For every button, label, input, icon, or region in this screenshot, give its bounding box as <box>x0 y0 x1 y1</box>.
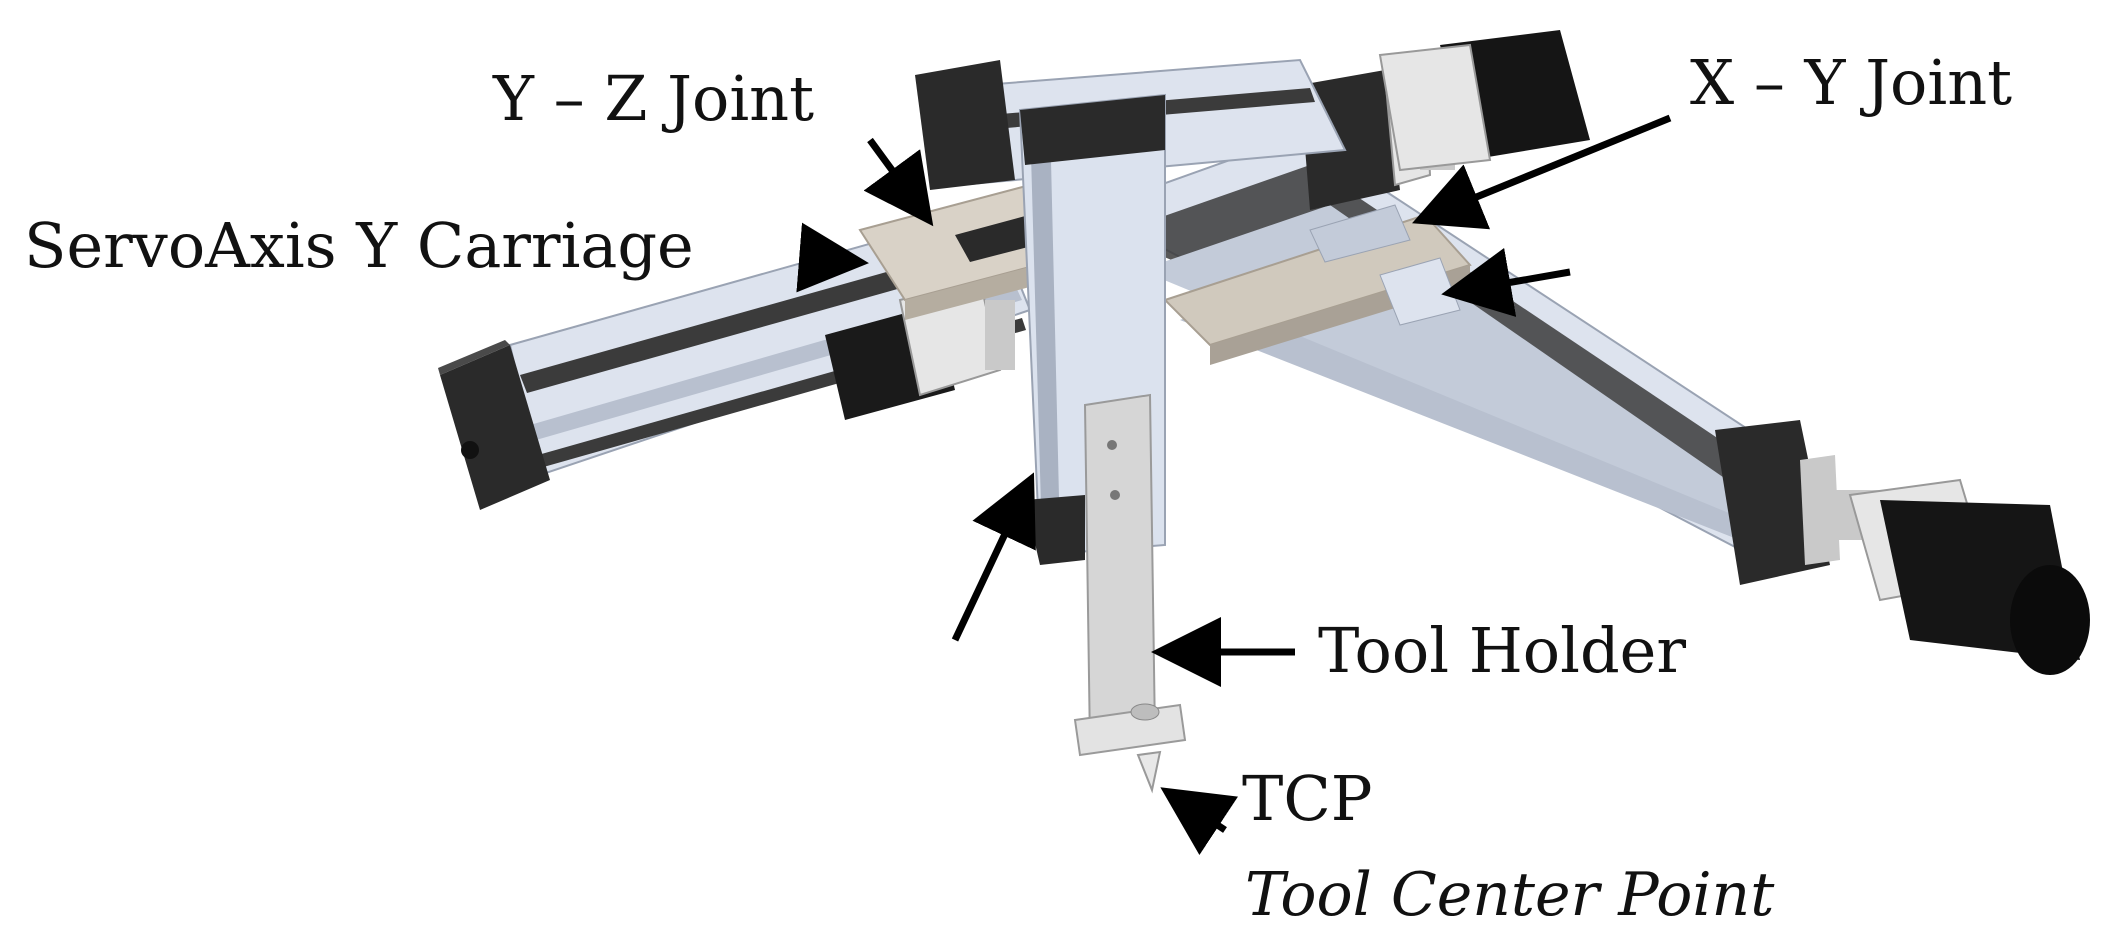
arrow-z-column <box>951 472 1036 642</box>
label-xy-joint: X – Y Joint <box>1690 46 2013 119</box>
tool-holder <box>1073 393 1187 794</box>
arrow-xy-joint <box>1412 114 1672 230</box>
label-yz-joint: Y – Z Joint <box>493 62 814 135</box>
arrow-yz-joint <box>863 137 934 227</box>
label-tool-holder: Tool Holder <box>1318 614 1686 687</box>
x-axis-far-end <box>1300 30 1590 210</box>
y-carriage-motor <box>825 278 1015 420</box>
label-servo-y-carriage: ServoAxis Y Carriage <box>24 209 694 282</box>
label-tcp: TCP <box>1242 762 1373 835</box>
pointer-arrows <box>796 114 1672 856</box>
x-axis-near-end <box>1715 420 2090 675</box>
x-y-carriage-plate <box>1163 204 1472 365</box>
x-axis-rail <box>1087 133 1812 562</box>
arrow-servo-carriage <box>796 222 869 293</box>
y-axis-end-cap <box>438 340 550 510</box>
arrow-xy-lower <box>1441 247 1571 317</box>
label-tool-center-point: Tool Center Point <box>1245 860 1775 930</box>
arrow-tcp <box>1160 787 1239 856</box>
